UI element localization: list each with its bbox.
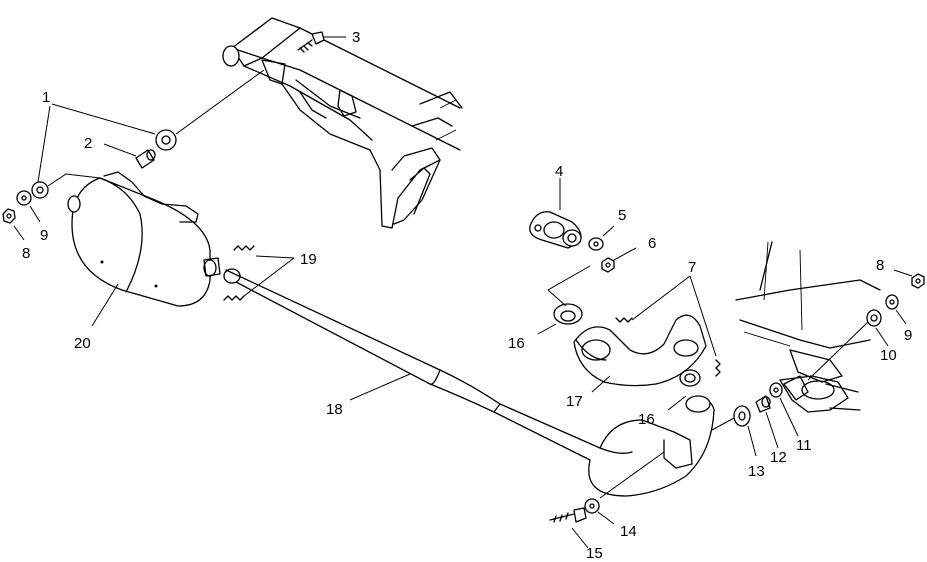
- callout-16-upper: 16: [508, 335, 525, 352]
- callout-12: 12: [770, 449, 787, 466]
- callout-14: 14: [620, 523, 637, 540]
- callout-8-left: 8: [22, 245, 30, 262]
- callout-11: 11: [796, 437, 812, 454]
- callout-1: 1: [42, 89, 50, 106]
- callout-10: 10: [880, 347, 897, 364]
- muffler: [67, 171, 221, 307]
- callouts: 1 2 3 4 5 6 7 8 9 8 9 10 11 12 13 14 15 …: [22, 29, 912, 562]
- frame-right: [735, 241, 881, 413]
- callout-16-lower: 16: [638, 411, 655, 428]
- leader-lines: [13, 36, 913, 549]
- frame-upper: [222, 17, 463, 229]
- hardware: [2, 31, 925, 523]
- callout-2: 2: [84, 135, 92, 152]
- callout-3: 3: [352, 29, 360, 46]
- y-pipe: [573, 314, 707, 387]
- callout-15: 15: [586, 545, 603, 562]
- callout-20: 20: [74, 335, 91, 352]
- callout-4: 4: [555, 163, 563, 180]
- exhaust-pipe: [223, 268, 715, 497]
- callout-5: 5: [618, 207, 626, 224]
- callout-17: 17: [566, 393, 583, 410]
- callout-7: 7: [688, 259, 696, 276]
- callout-19: 19: [300, 251, 317, 268]
- callout-8-right: 8: [876, 257, 884, 274]
- callout-18: 18: [326, 401, 343, 418]
- callout-9-right: 9: [904, 327, 912, 344]
- callout-13: 13: [748, 463, 765, 480]
- callout-6: 6: [648, 235, 656, 252]
- callout-9-left: 9: [40, 227, 48, 244]
